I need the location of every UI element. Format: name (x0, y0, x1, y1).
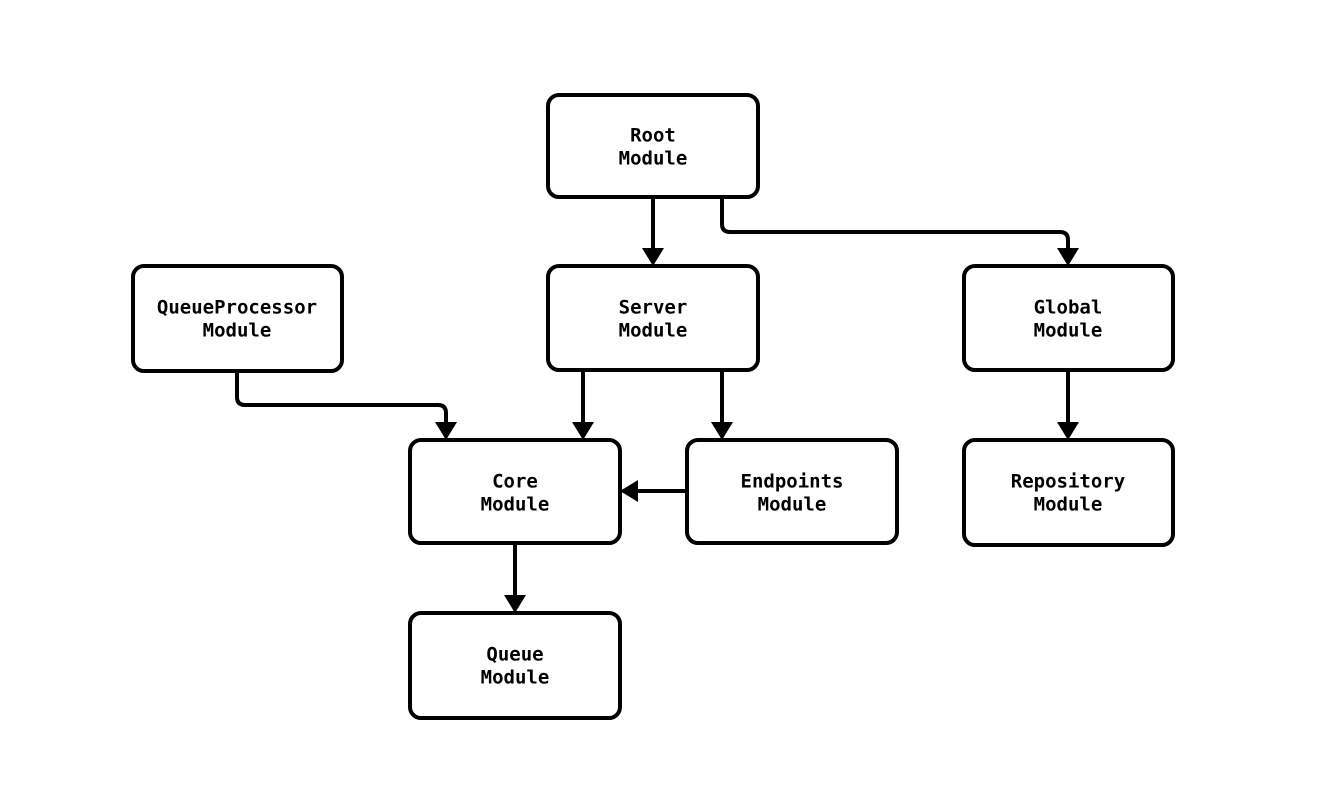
edge-root-to-global (720, 197, 1079, 266)
node-root-module-label-line1: Root (630, 125, 676, 147)
edge-root-to-global-arrowhead (1057, 248, 1079, 266)
node-server-module-label-line1: Server (619, 297, 688, 319)
node-global-module[interactable]: Global Module (962, 264, 1175, 372)
node-core-module[interactable]: Core Module (408, 438, 622, 545)
node-queue-module-label-line1: Queue (486, 644, 543, 666)
node-server-module-box[interactable] (546, 264, 760, 372)
node-queueprocessor-module-box[interactable] (131, 264, 344, 373)
node-endpoints-module-box[interactable] (685, 438, 899, 545)
node-repository-module-label-line1: Repository (1011, 471, 1125, 493)
edge-global-to-repository (1057, 370, 1079, 440)
node-repository-module[interactable]: Repository Module (962, 438, 1175, 547)
edge-queueprocessor-to-core (235, 371, 457, 440)
node-endpoints-module[interactable]: Endpoints Module (685, 438, 899, 545)
node-endpoints-module-label-line1: Endpoints (741, 471, 844, 493)
node-server-module-label-line2: Module (619, 320, 688, 342)
edge-endpoints-to-core (620, 480, 687, 502)
node-queue-module[interactable]: Queue Module (408, 611, 622, 720)
node-queue-module-label-line2: Module (481, 667, 550, 689)
edge-core-to-queue-arrowhead (504, 595, 526, 613)
edge-global-to-repository-arrowhead (1057, 422, 1079, 440)
edge-server-to-endpoints-arrowhead (711, 422, 733, 440)
edge-queueprocessor-to-core-line (235, 371, 448, 422)
edge-server-to-core-arrowhead (572, 422, 594, 440)
node-global-module-box[interactable] (962, 264, 1175, 372)
node-root-module-label-line2: Module (619, 148, 688, 170)
node-repository-module-label-line2: Module (1034, 494, 1103, 516)
node-queueprocessor-module-label-line1: QueueProcessor (157, 297, 317, 319)
node-layer: Root Module QueueProcessor Module Server… (131, 93, 1175, 720)
node-queue-module-box[interactable] (408, 611, 622, 720)
edge-core-to-queue (504, 543, 526, 613)
edge-queueprocessor-to-core-arrowhead (435, 422, 457, 440)
edge-root-to-server-arrowhead (642, 248, 664, 266)
edge-root-to-server (642, 197, 664, 266)
node-global-module-label-line1: Global (1034, 297, 1103, 319)
edge-server-to-core (572, 370, 594, 440)
edge-layer (235, 197, 1079, 613)
node-global-module-label-line2: Module (1034, 320, 1103, 342)
node-root-module-box[interactable] (546, 93, 760, 199)
node-queueprocessor-module[interactable]: QueueProcessor Module (131, 264, 344, 373)
node-core-module-label-line1: Core (492, 471, 538, 493)
edge-endpoints-to-core-arrowhead (620, 480, 638, 502)
node-endpoints-module-label-line2: Module (758, 494, 827, 516)
edge-root-to-global-line (720, 197, 1070, 248)
node-server-module[interactable]: Server Module (546, 264, 760, 372)
edge-server-to-endpoints (711, 370, 733, 440)
node-queueprocessor-module-label-line2: Module (203, 320, 272, 342)
node-core-module-box[interactable] (408, 438, 622, 545)
node-root-module[interactable]: Root Module (546, 93, 760, 199)
node-repository-module-box[interactable] (962, 438, 1175, 547)
node-core-module-label-line2: Module (481, 494, 550, 516)
